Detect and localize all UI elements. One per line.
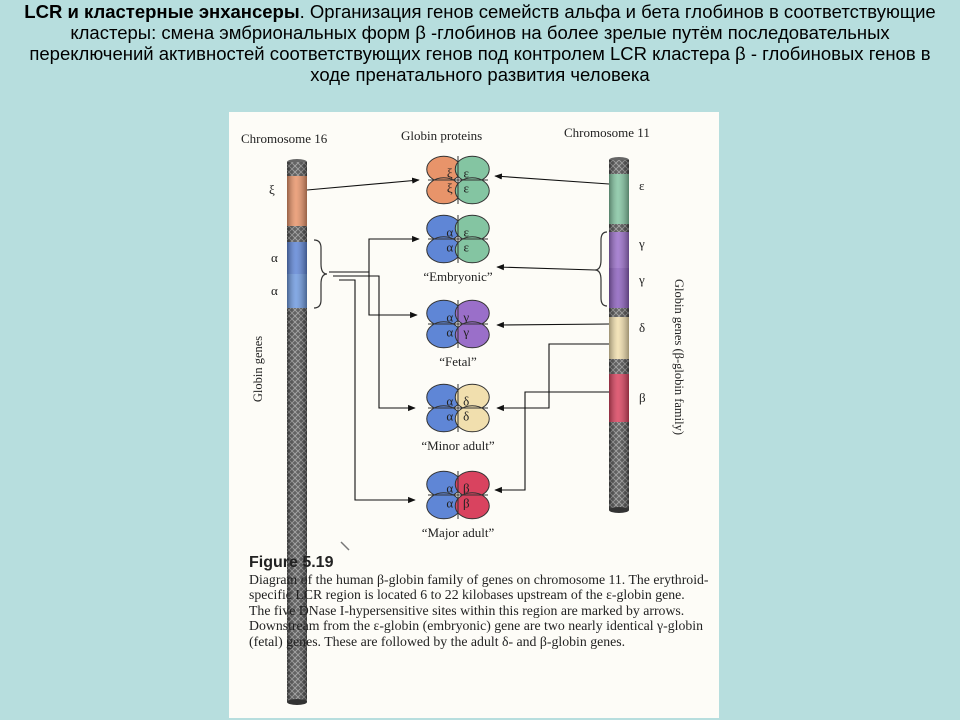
protein-subunit-label: α [446,496,453,511]
alpha-bracket [313,239,328,309]
protein-subunit-label: α [446,240,453,255]
delta-gene-label: δ [639,320,645,335]
slide-title: LCR и кластерные энхансеры. Организация … [20,1,940,85]
protein-subunit-label: γ [462,310,469,325]
figure-panel: Chromosome 16 Globin proteins Chromosome… [229,112,719,718]
protein-stage-label: “Minor adult” [421,438,495,453]
protein-subunit-label: α [446,481,453,496]
alpha2-gene-label: α [271,283,278,298]
caption-heading: Figure 5.19 [249,554,334,571]
stray-mark [340,541,350,551]
zeta-gene-label: ξ [269,182,275,197]
protein-subunit-label: α [446,394,453,409]
protein-subunit-label: γ [462,325,469,340]
slide-title-bold: LCR и кластерные энхансеры [24,1,300,22]
epsilon-gene-label: ε [639,178,645,193]
chromosome-11-label: Chromosome 11 [564,125,650,140]
protein-subunit-label: α [446,325,453,340]
protein-subunit [454,492,490,520]
figure-caption: Figure 5.19 Diagram of the human β-globi… [249,555,709,650]
chromosome-16-label: Chromosome 16 [241,131,328,146]
protein-subunit-label: α [446,409,453,424]
protein-subunit [454,321,490,349]
protein-subunit-label: ε [464,225,470,240]
slide-title-text: . Организация генов семейств альфа и бет… [29,1,936,85]
caption-text: Diagram of the human β-globin family of … [249,571,709,649]
protein-subunit [454,405,490,433]
gamma1-gene-label: γ [638,236,645,251]
gamma-bracket [594,231,608,307]
right-axis-label: Globin genes (β-globin family) [672,279,686,435]
protein-stage-label: “Fetal” [439,354,477,369]
protein-subunit-label: α [446,225,453,240]
globin-proteins-label: Globin proteins [401,128,482,143]
protein-subunit-label: ε [464,240,470,255]
protein-subunit-label: ε [464,166,470,181]
chr11-arrows [494,173,610,494]
left-axis-label: Globin genes [251,336,265,402]
protein-subunit-label: ξ [447,181,453,196]
protein-subunit-label: ξ [447,166,453,181]
protein-subunit-label: δ [463,394,469,409]
protein-subunit-label: α [446,310,453,325]
chr16-arrows [306,177,420,504]
protein-stage-label: “Major adult” [422,525,495,540]
protein-subunit-label: β [463,496,470,511]
chromosome-11 [609,157,629,513]
alpha1-gene-label: α [271,250,278,265]
gamma2-gene-label: γ [638,272,645,287]
protein-stage-label: “Embryonic” [423,269,493,284]
protein-subunit-label: β [463,481,470,496]
beta-gene-label: β [639,390,646,405]
protein-subunit [454,177,490,205]
globin-diagram: Chromosome 16 Globin proteins Chromosome… [241,125,686,705]
protein-subunit-label: ε [464,181,470,196]
protein-subunit [454,236,490,264]
chromosome-16 [287,159,307,705]
protein-subunit-label: δ [463,409,469,424]
